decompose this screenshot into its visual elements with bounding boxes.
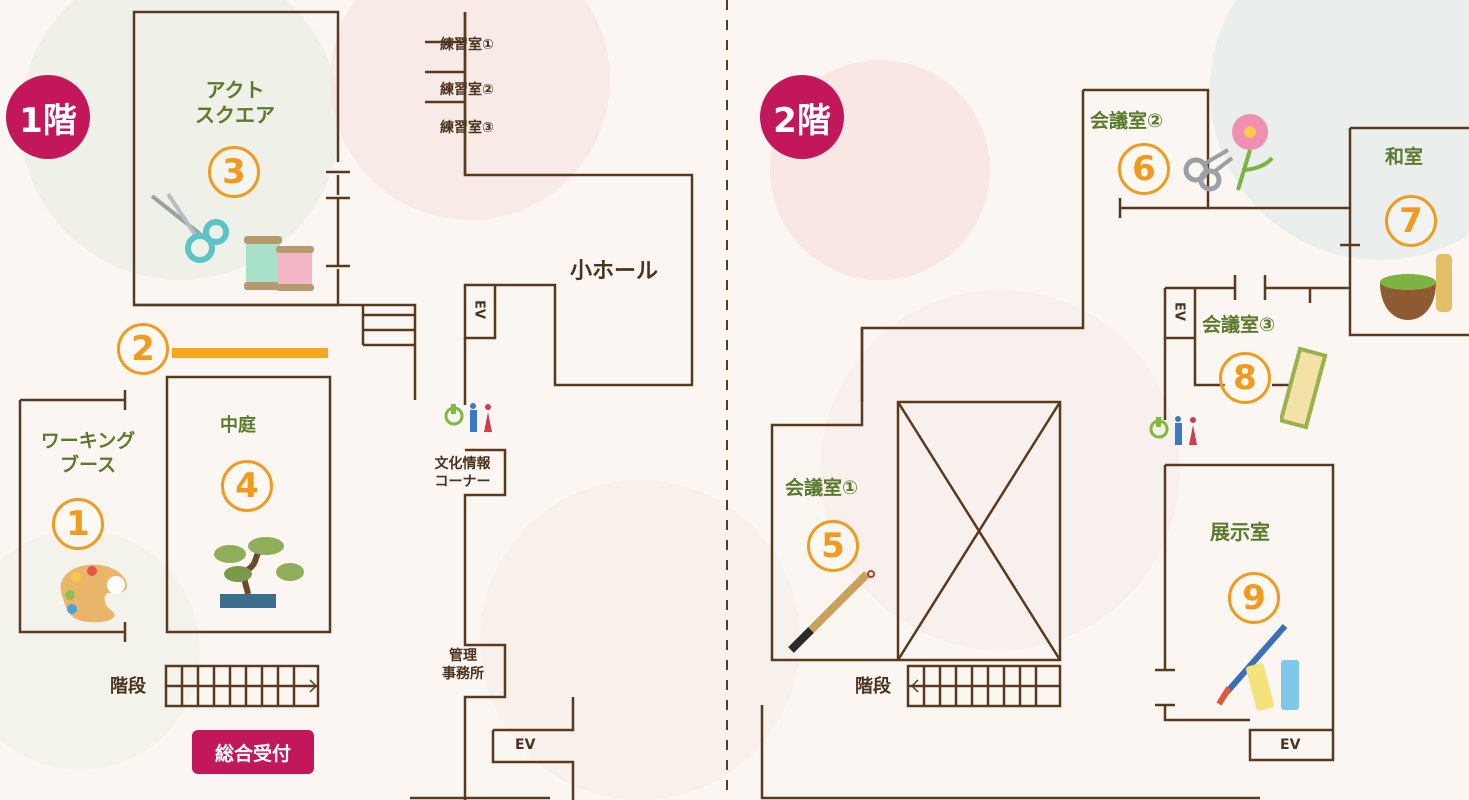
- area-number-4: 4: [221, 460, 273, 512]
- area-number-8: 8: [1219, 352, 1271, 404]
- palette-icon: [60, 564, 128, 623]
- brush-icon: [788, 570, 875, 653]
- small-hall-label: 小ホール: [570, 259, 659, 284]
- flower-scissors-icon: [1183, 114, 1274, 192]
- restroom-icon-floor1: [444, 403, 492, 432]
- area-number-5: 5: [807, 520, 859, 572]
- area-number-6: 6: [1118, 143, 1170, 195]
- area-number-1: 1: [52, 498, 104, 550]
- small-hall-walls: [463, 12, 694, 387]
- culture-info-corner-label: 文化情報 コーナー: [434, 456, 491, 490]
- scissors-icon: [150, 192, 229, 263]
- ev-floor2-vertical: EV: [1171, 302, 1187, 321]
- thread-spools-icon: [244, 236, 314, 291]
- matcha-icon: [1380, 254, 1452, 320]
- ev-floor1-vertical: EV: [471, 300, 487, 319]
- area-number-7: 7: [1385, 195, 1437, 247]
- floor2-badge: 2階: [760, 75, 844, 159]
- meeting-room-3-label: 会議室③: [1202, 314, 1276, 336]
- meeting-room-2-label: 会議室②: [1090, 110, 1164, 132]
- reception-desk: 総合受付: [192, 730, 314, 774]
- act-square-label: アクト スクエア: [195, 78, 275, 127]
- area-number-9: 9: [1228, 572, 1280, 624]
- floor1-badge: 1階: [6, 75, 90, 159]
- courtyard-label: 中庭: [220, 415, 256, 436]
- corridor-wall: [134, 303, 417, 400]
- bonsai-icon: [214, 537, 304, 608]
- paper-icon: [1280, 346, 1328, 430]
- meeting1-void-walls: [770, 90, 1085, 662]
- stair-lines-top: [363, 313, 415, 347]
- working-booth-label: ワーキング ブース: [40, 430, 136, 476]
- exhibition-room-label: 展示室: [1210, 520, 1270, 544]
- working-booth-walls: [18, 390, 127, 642]
- practice-room-3: 練習室③: [440, 120, 494, 136]
- meeting2-walls: [1083, 88, 1210, 218]
- paint-tubes-icon: [1216, 624, 1299, 711]
- stairs-floor1-label: 階段: [110, 676, 146, 697]
- admin-office-label: 管理 事務所: [442, 648, 484, 682]
- stairs-floor2-label: 階段: [855, 676, 891, 697]
- area-number-2: 2: [117, 323, 169, 375]
- practice-room-1: 練習室①: [440, 37, 494, 53]
- ev-floor1-bottom: EV: [515, 737, 536, 753]
- japanese-room-label: 和室: [1385, 146, 1424, 168]
- practice-room-2: 練習室②: [440, 82, 494, 98]
- area-number-3: 3: [208, 146, 260, 198]
- restroom-icon-floor2: [1149, 416, 1197, 445]
- courtyard-walls: [165, 375, 332, 634]
- japanese-room-walls: [1208, 126, 1469, 337]
- meeting-room-1-label: 会議室①: [785, 477, 859, 499]
- ev-floor2-bottom: EV: [1280, 737, 1301, 753]
